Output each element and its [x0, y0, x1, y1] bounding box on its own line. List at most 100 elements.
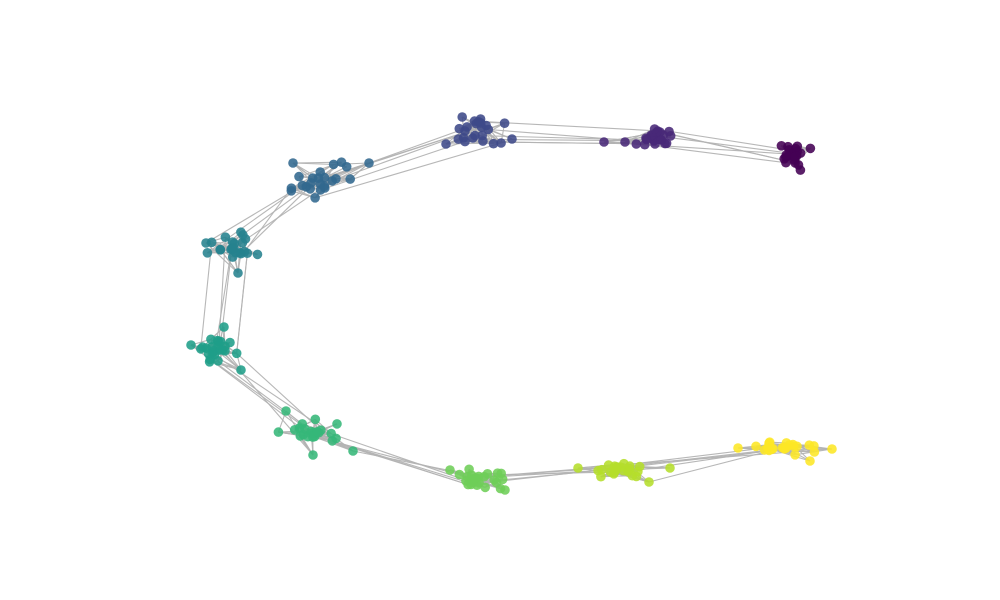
graph-node-cluster-4	[233, 268, 243, 278]
graph-edge	[484, 465, 615, 478]
graph-node-cluster-4	[238, 230, 248, 240]
graph-node-cluster-1	[664, 126, 674, 137]
graph-edge	[202, 346, 332, 434]
graph-node-cluster-4	[201, 238, 211, 248]
graph-node-cluster-2	[488, 138, 499, 149]
graph-node-cluster-7	[445, 465, 455, 475]
graph-node-cluster-0	[792, 141, 803, 152]
graph-node-cluster-3	[288, 158, 298, 168]
graph-edge	[200, 242, 213, 349]
graph-node-cluster-6	[295, 431, 306, 441]
graph-node-cluster-7	[464, 464, 474, 475]
graph-node-cluster-7	[463, 479, 473, 490]
graph-node-cluster-1	[649, 124, 660, 134]
graph-node-cluster-3	[297, 180, 308, 191]
graph-node-cluster-9	[809, 441, 819, 451]
graph-node-cluster-5	[219, 322, 229, 332]
graph-node-cluster-8	[609, 467, 620, 478]
graph-node-cluster-8	[665, 463, 675, 473]
graph-node-cluster-6	[310, 414, 321, 425]
graph-node-cluster-5	[186, 340, 196, 350]
graph-node-cluster-0	[781, 150, 791, 160]
graph-edge	[659, 131, 796, 164]
graph-node-cluster-2	[462, 122, 472, 132]
graph-edge	[292, 162, 334, 165]
graph-node-cluster-5	[231, 348, 242, 359]
graph-node-cluster-2	[457, 112, 468, 122]
graph-node-cluster-6	[297, 419, 308, 429]
graph-edge	[314, 142, 502, 199]
graph-node-cluster-1	[631, 139, 642, 149]
graph-edge	[236, 253, 248, 354]
graph-node-cluster-3	[306, 178, 316, 188]
graph-node-cluster-3	[310, 193, 320, 203]
graph-node-cluster-6	[326, 428, 337, 439]
graph-node-cluster-5	[236, 365, 246, 375]
graph-node-cluster-8	[603, 460, 614, 470]
graph-node-cluster-3	[319, 181, 330, 191]
graph-node-cluster-9	[781, 443, 791, 454]
graph-node-cluster-7	[454, 469, 465, 480]
graph-node-cluster-5	[197, 342, 208, 352]
graph-node-cluster-0	[793, 160, 804, 170]
graph-node-cluster-9	[733, 443, 743, 453]
graph-node-cluster-7	[470, 473, 480, 484]
graph-node-cluster-1	[641, 133, 651, 143]
graph-node-cluster-1	[656, 135, 666, 145]
graph-node-cluster-7	[480, 482, 491, 493]
graph-node-cluster-2	[475, 118, 486, 128]
graph-node-cluster-5	[217, 345, 228, 355]
graph-node-cluster-2	[441, 139, 451, 149]
graph-node-cluster-9	[763, 443, 773, 453]
graph-node-cluster-8	[633, 466, 643, 477]
graph-node-cluster-1	[599, 137, 609, 147]
graph-node-cluster-3	[328, 159, 339, 170]
graph-node-cluster-6	[348, 446, 358, 456]
graph-node-cluster-9	[827, 444, 837, 454]
graph-node-cluster-5	[206, 334, 216, 345]
graph-node-cluster-8	[597, 464, 607, 475]
graph-node-cluster-6	[308, 450, 318, 460]
graph-node-cluster-6	[273, 427, 284, 437]
graph-node-cluster-6	[332, 419, 342, 429]
graph-node-cluster-8	[625, 461, 635, 471]
graph-node-cluster-4	[252, 249, 263, 260]
graph-node-cluster-2	[499, 118, 510, 128]
graph-node-cluster-6	[281, 406, 291, 416]
graph-node-cluster-2	[453, 134, 464, 144]
graph-node-cluster-0	[783, 141, 793, 152]
graph-node-cluster-3	[341, 162, 352, 172]
graph-edge	[314, 436, 468, 478]
graph-edge	[236, 352, 322, 431]
graph-node-cluster-2	[496, 138, 506, 148]
graph-node-cluster-9	[805, 456, 815, 466]
graph-node-cluster-4	[215, 244, 225, 255]
graph-node-cluster-5	[205, 354, 215, 365]
graph-node-cluster-4	[220, 232, 231, 242]
graph-node-cluster-3	[364, 158, 374, 168]
graph-node-cluster-8	[573, 463, 583, 473]
graph-node-cluster-3	[294, 171, 304, 182]
graph-node-cluster-9	[790, 450, 800, 460]
graph-node-cluster-1	[620, 137, 630, 147]
graph-node-cluster-6	[289, 425, 300, 435]
graph-node-cluster-7	[479, 471, 490, 482]
graph-node-cluster-2	[507, 134, 517, 144]
graph-node-cluster-5	[225, 337, 235, 348]
graph-node-cluster-8	[644, 477, 654, 487]
graph-node-cluster-0	[805, 143, 816, 154]
graph-node-cluster-3	[331, 174, 341, 184]
graph-node-cluster-3	[313, 173, 324, 183]
graph-edge	[654, 128, 798, 152]
graph-edge	[207, 184, 303, 254]
graph-node-cluster-4	[239, 246, 250, 257]
graph-edge	[244, 187, 292, 253]
graph-node-cluster-6	[312, 427, 323, 437]
graph-node-cluster-4	[202, 248, 213, 258]
graph-node-cluster-4	[229, 243, 239, 253]
graph-node-cluster-2	[470, 130, 480, 141]
graph-node-cluster-4	[227, 252, 238, 262]
graph-node-cluster-3	[345, 174, 356, 184]
nodes-layer	[186, 112, 837, 495]
